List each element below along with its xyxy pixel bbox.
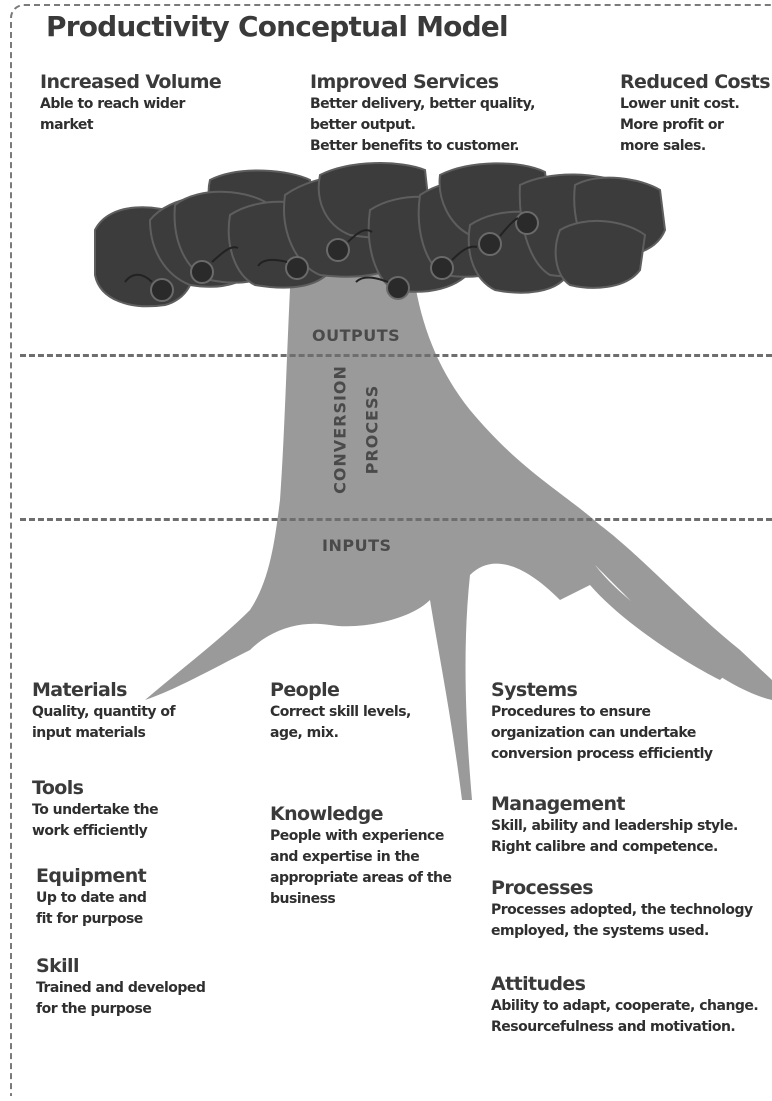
output-heading: Improved Services	[310, 70, 535, 94]
input-heading: Equipment	[36, 864, 146, 888]
input-detail: Correct skill levels, age, mix.	[270, 702, 411, 744]
output-detail: Lower unit cost. More profit or more sal…	[620, 94, 770, 157]
input-systems: Systems Procedures to ensure organizatio…	[491, 678, 713, 765]
input-attitudes: Attitudes Ability to adapt, cooperate, c…	[491, 972, 758, 1038]
input-heading: Tools	[32, 776, 158, 800]
input-management: Management Skill, ability and leadership…	[491, 792, 738, 858]
input-heading: Management	[491, 792, 738, 816]
input-heading: Skill	[36, 954, 205, 978]
fruit	[516, 212, 538, 234]
fruit	[191, 261, 213, 283]
input-detail: People with experience and expertise in …	[270, 826, 451, 910]
stage-inputs-label: INPUTS	[322, 536, 392, 555]
fruit	[387, 277, 409, 299]
output-improved-services: Improved Services Better delivery, bette…	[310, 70, 535, 157]
input-people: People Correct skill levels, age, mix.	[270, 678, 411, 744]
input-detail: Up to date and fit for purpose	[36, 888, 146, 930]
stage-process-label: PROCESS	[363, 360, 382, 500]
page-title: Productivity Conceptual Model	[46, 10, 508, 43]
output-heading: Increased Volume	[40, 70, 221, 94]
input-detail: To undertake the work efficiently	[32, 800, 158, 842]
input-heading: Materials	[32, 678, 175, 702]
input-materials: Materials Quality, quantity of input mat…	[32, 678, 175, 744]
output-increased-volume: Increased Volume Able to reach wider mar…	[40, 70, 221, 136]
input-heading: Systems	[491, 678, 713, 702]
output-reduced-costs: Reduced Costs Lower unit cost. More prof…	[620, 70, 770, 157]
fruit	[431, 257, 453, 279]
input-detail: Ability to adapt, cooperate, change. Res…	[491, 996, 758, 1038]
input-equipment: Equipment Up to date and fit for purpose	[36, 864, 146, 930]
input-detail: Skill, ability and leadership style. Rig…	[491, 816, 738, 858]
stage-outputs-label: OUTPUTS	[312, 326, 400, 345]
fruit	[327, 239, 349, 261]
input-heading: People	[270, 678, 411, 702]
output-detail: Able to reach wider market	[40, 94, 221, 136]
input-skill: Skill Trained and developed for the purp…	[36, 954, 205, 1020]
input-detail: Processes adopted, the technology employ…	[491, 900, 753, 942]
fruit	[479, 233, 501, 255]
fruit	[286, 257, 308, 279]
output-detail: Better delivery, better quality, better …	[310, 94, 535, 157]
input-knowledge: Knowledge People with experience and exp…	[270, 802, 451, 910]
input-heading: Knowledge	[270, 802, 451, 826]
fruit	[151, 279, 173, 301]
input-detail: Procedures to ensure organization can un…	[491, 702, 713, 765]
inputs-divider	[20, 518, 772, 521]
input-detail: Trained and developed for the purpose	[36, 978, 205, 1020]
input-tools: Tools To undertake the work efficiently	[32, 776, 158, 842]
input-heading: Attitudes	[491, 972, 758, 996]
output-heading: Reduced Costs	[620, 70, 770, 94]
stage-conversion-label: CONVERSION	[331, 360, 350, 500]
input-processes: Processes Processes adopted, the technol…	[491, 876, 753, 942]
input-heading: Processes	[491, 876, 753, 900]
outputs-divider	[20, 354, 772, 357]
leaf-shape	[556, 221, 645, 288]
input-detail: Quality, quantity of input materials	[32, 702, 175, 744]
